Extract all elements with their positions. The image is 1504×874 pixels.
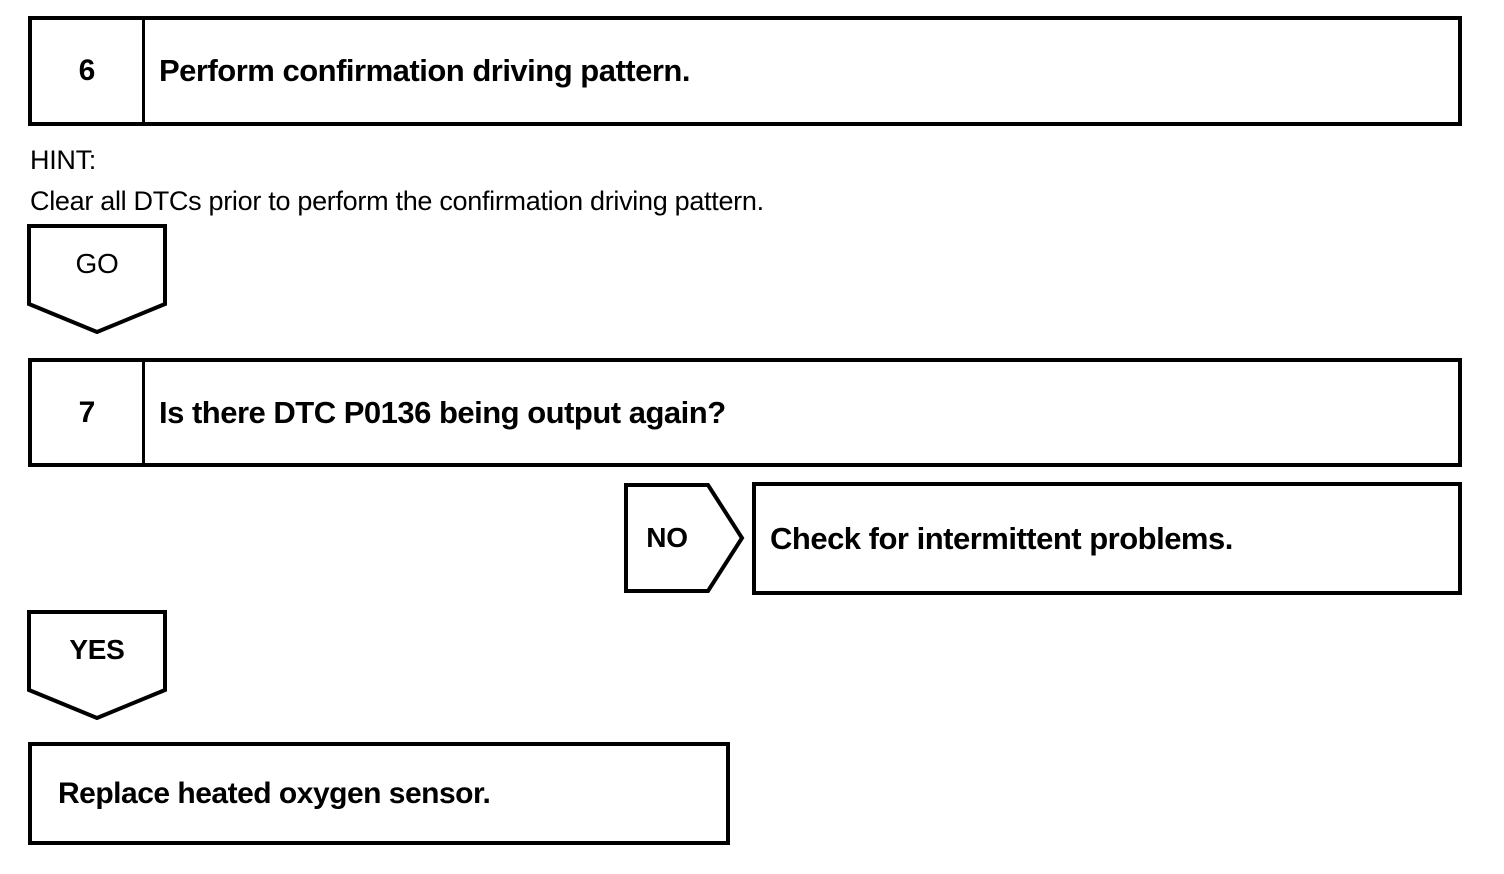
go-connector: GO [27, 224, 167, 334]
no-result-box: Check for intermittent problems. [752, 482, 1462, 595]
hint-text: Clear all DTCs prior to perform the conf… [30, 186, 764, 216]
yes-connector: YES [27, 610, 167, 720]
go-label: GO [75, 248, 119, 279]
step-6-number: 6 [32, 20, 145, 122]
step-7-box: 7 Is there DTC P0136 being output again? [28, 358, 1462, 467]
step-6-box: 6 Perform confirmation driving pattern. [28, 16, 1462, 126]
go-arrow-shape [27, 224, 167, 334]
no-connector: NO [624, 483, 746, 593]
go-pentagon [27, 224, 167, 334]
hint-label: HINT: [30, 145, 97, 175]
yes-arrow-shape [27, 610, 167, 720]
no-arrow-shape [624, 483, 745, 593]
yes-result-box: Replace heated oxygen sensor. [28, 742, 730, 845]
yes-label: YES [69, 634, 125, 665]
no-pentagon [624, 483, 745, 593]
step-7-title: Is there DTC P0136 being output again? [159, 394, 726, 430]
no-label: NO [646, 522, 688, 553]
step-6-title: Perform confirmation driving pattern. [159, 53, 690, 88]
hint-block: HINT: Clear all DTCs prior to perform th… [30, 140, 764, 222]
yes-pentagon [27, 610, 167, 720]
step-7-number: 7 [32, 362, 145, 463]
